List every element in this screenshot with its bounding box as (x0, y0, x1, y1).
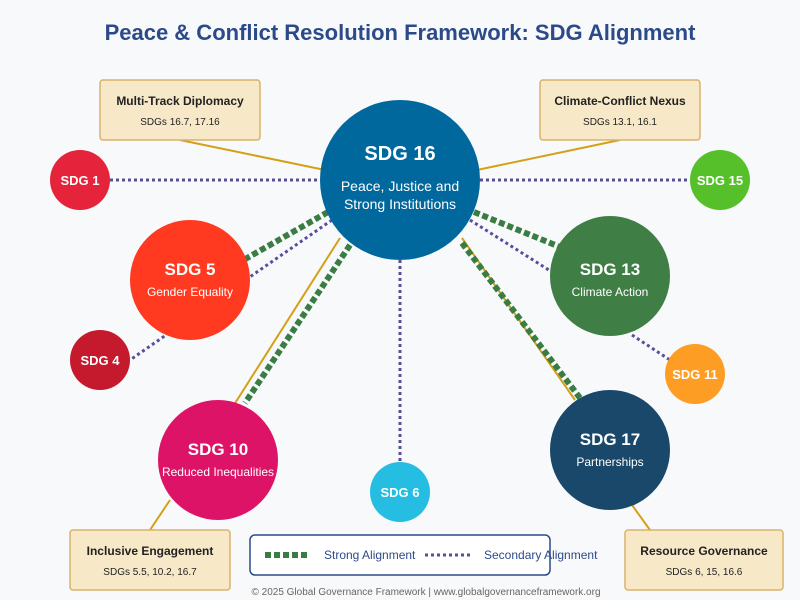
node-sdg10: SDG 10 Reduced Inequalities (158, 400, 278, 520)
node-title: SDG 4 (80, 353, 120, 368)
node-title: SDG 13 (580, 260, 640, 279)
connector-sdg16-sdg10 (231, 237, 341, 409)
node-title: SDG 10 (188, 440, 248, 459)
box-subtitle: SDGs 6, 15, 16.6 (666, 567, 743, 578)
legend-strong-label: Strong Alignment (324, 548, 416, 562)
connector-climate-conflict (476, 139, 621, 171)
node-title: SDG 16 (364, 143, 435, 165)
node-subtitle: Reduced Inequalities (162, 465, 274, 479)
node-title: SDG 15 (697, 173, 743, 188)
node-sdg13: SDG 13 Climate Action (550, 216, 670, 336)
node-subtitle: Gender Equality (147, 285, 233, 299)
info-box-resource: Resource Governance SDGs 6, 15, 16.6 (624, 529, 784, 591)
info-box-multi-track: Multi-Track Diplomacy SDGs 16.7, 17.16 (99, 79, 261, 141)
connector-multi-track (179, 139, 326, 171)
node-subtitle: Climate Action (572, 285, 649, 299)
legend: Strong Alignment Secondary Alignment (249, 534, 598, 576)
footer: © 2025 Global Governance Framework | www… (251, 587, 600, 598)
box-title: Resource Governance (640, 544, 768, 558)
strong-sdg16-sdg13 (472, 209, 562, 250)
node-title: SDG 17 (580, 430, 640, 449)
connector-resource (631, 504, 651, 531)
node-sdg17: SDG 17 Partnerships (550, 390, 670, 510)
node-sdg1: SDG 1 (50, 150, 110, 210)
node-sdg4: SDG 4 (70, 330, 130, 390)
node-subtitle-line-1: Peace, Justice and (341, 178, 459, 194)
node-title: SDG 11 (672, 367, 718, 382)
strong-sdg16-sdg10 (242, 243, 353, 405)
strong-sdg16-sdg17 (459, 241, 583, 400)
box-title: Multi-Track Diplomacy (116, 94, 244, 108)
box-title: Inclusive Engagement (87, 544, 214, 558)
secondary-sdg13-sdg11 (631, 333, 671, 362)
info-box-inclusive: Inclusive Engagement SDGs 5.5, 10.2, 16.… (69, 529, 231, 591)
node-sdg11: SDG 11 (665, 344, 725, 404)
box-subtitle: SDGs 5.5, 10.2, 16.7 (103, 567, 197, 578)
legend-secondary-label: Secondary Alignment (484, 548, 598, 562)
node-subtitle: Partnerships (576, 455, 643, 469)
strong-sdg16-sdg5 (238, 209, 330, 265)
box-subtitle: SDGs 13.1, 16.1 (583, 117, 657, 128)
node-title: SDG 6 (380, 485, 419, 500)
node-title: SDG 1 (60, 173, 99, 188)
connector-inclusive (149, 499, 171, 531)
node-title: SDG 5 (164, 260, 215, 279)
info-box-climate-conflict: Climate-Conflict Nexus SDGs 13.1, 16.1 (539, 79, 701, 141)
node-sdg6: SDG 6 (370, 462, 430, 522)
node-sdg16: SDG 16 Peace, Justice and Strong Institu… (320, 100, 480, 260)
strong-alignment-lines (238, 209, 583, 405)
box-subtitle: SDGs 16.7, 17.16 (140, 117, 220, 128)
page-title: Peace & Conflict Resolution Framework: S… (105, 20, 697, 45)
box-title: Climate-Conflict Nexus (554, 94, 686, 108)
secondary-sdg16-sdg13 (469, 218, 553, 274)
node-subtitle-line-2: Strong Institutions (344, 196, 456, 212)
node-sdg15: SDG 15 (690, 150, 750, 210)
node-sdg5: SDG 5 Gender Equality (130, 220, 250, 340)
